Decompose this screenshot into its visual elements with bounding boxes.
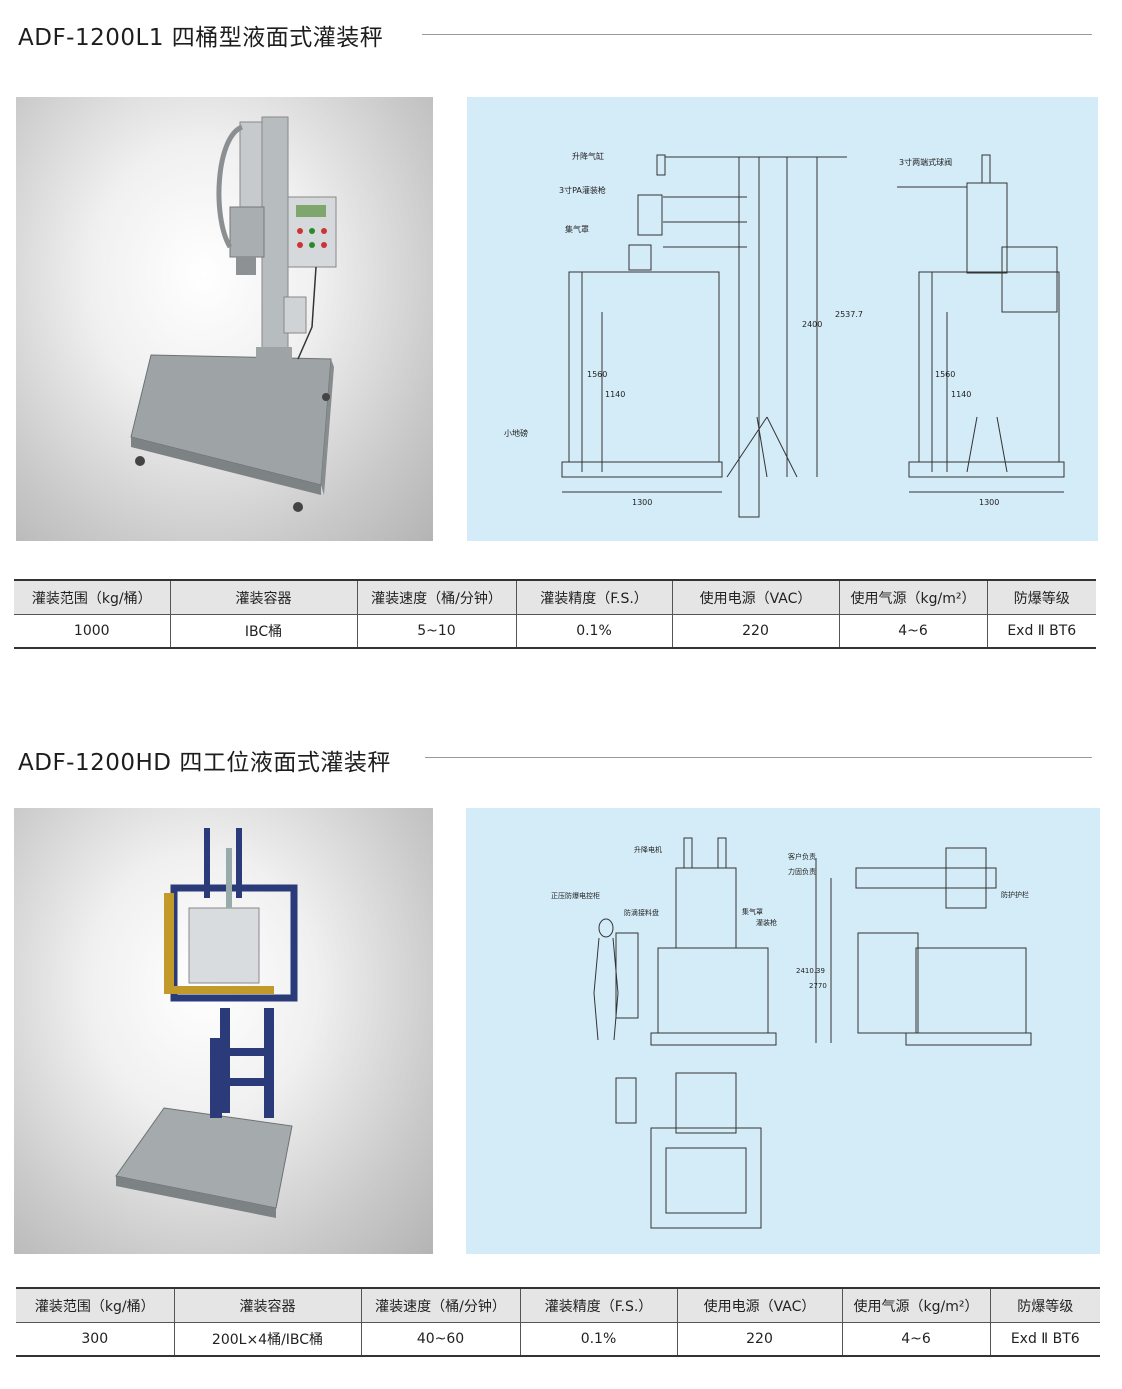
dim-1300-right: 1300 [979, 498, 999, 507]
spec-header-row: 灌装范围（kg/桶） 灌装容器 灌装速度（桶/分钟） 灌装精度（F.S.） 使用… [14, 579, 1096, 615]
label-customer: 客户负责 [788, 852, 816, 861]
value-range: 300 [16, 1322, 174, 1357]
section-1-title: ADF-1200L1 四桶型液面式灌装秤 [18, 25, 384, 51]
filling-scale-l1-illustration [130, 116, 337, 512]
value-speed: 5~10 [356, 614, 516, 649]
label-gas-hood: 集气罩 [565, 224, 589, 234]
value-range: 1000 [14, 614, 170, 649]
header-explosion-grade: 防爆等级 [989, 1287, 1100, 1323]
label-pit-scale: 小地磅 [504, 428, 528, 438]
label-guard: 防护护栏 [1001, 890, 1029, 899]
section-1-title-rule [422, 34, 1092, 35]
label-lift-cylinder: 升降气缸 [572, 151, 604, 161]
dim-1140-left: 1140 [605, 390, 625, 399]
value-explosion-grade: Exd Ⅱ BT6 [989, 1322, 1100, 1357]
label-force: 力固负责 [788, 867, 816, 876]
value-container: IBC桶 [169, 614, 357, 649]
section-1-spec-table: 灌装范围（kg/桶） 灌装容器 灌装速度（桶/分钟） 灌装精度（F.S.） 使用… [14, 579, 1096, 649]
section-1-product-photo [16, 97, 433, 541]
header-speed: 灌装速度（桶/分钟） [360, 1287, 520, 1323]
label-pa-gun: 3寸PA灌装枪 [559, 185, 606, 195]
label-filling-gun: 灌装枪 [756, 918, 777, 927]
value-container: 200L×4桶/IBC桶 [173, 1322, 361, 1357]
label-drip-tray: 防滴接料盘 [624, 908, 659, 917]
header-power: 使用电源（VAC） [671, 579, 839, 615]
section-2-title-rule [425, 757, 1092, 758]
header-range: 灌装范围（kg/桶） [14, 579, 170, 615]
label-gas-hood: 集气罩 [742, 907, 763, 916]
value-air: 4~6 [838, 614, 987, 649]
label-lift-motor: 升降电机 [634, 845, 662, 854]
header-accuracy: 灌装精度（F.S.） [515, 579, 672, 615]
header-air: 使用气源（kg/m²） [838, 579, 987, 615]
value-accuracy: 0.1% [519, 1322, 677, 1357]
header-accuracy: 灌装精度（F.S.） [519, 1287, 677, 1323]
dim-2410: 2410.39 [796, 967, 825, 975]
value-power: 220 [671, 614, 839, 649]
header-container: 灌装容器 [169, 579, 357, 615]
header-power: 使用电源（VAC） [676, 1287, 842, 1323]
section-1-technical-drawing: 升降气缸 3寸PA灌装枪 集气罩 3寸两端式球阀 小地磅 1300 1300 1… [467, 97, 1098, 541]
dim-2537: 2537.7 [835, 310, 863, 319]
spec-header-row: 灌装范围（kg/桶） 灌装容器 灌装速度（桶/分钟） 灌装精度（F.S.） 使用… [16, 1287, 1100, 1323]
section-2-product-photo [14, 808, 433, 1254]
dim-1560-left: 1560 [587, 370, 607, 379]
section-2-title: ADF-1200HD 四工位液面式灌装秤 [18, 750, 391, 776]
header-explosion-grade: 防爆等级 [986, 579, 1096, 615]
header-container: 灌装容器 [173, 1287, 361, 1323]
section-2-technical-drawing: 升降电机 正压防爆电控柜 防滴接料盘 集气罩 灌装枪 客户负责 力固负责 防护护… [466, 808, 1100, 1254]
spec-value-row: 300 200L×4桶/IBC桶 40~60 0.1% 220 4~6 Exd … [16, 1322, 1100, 1357]
label-control-cabinet: 正压防爆电控柜 [551, 891, 600, 900]
dim-1560-right: 1560 [935, 370, 955, 379]
dim-1140-right: 1140 [951, 390, 971, 399]
label-ball-valve: 3寸两端式球阀 [899, 157, 952, 167]
value-air: 4~6 [841, 1322, 990, 1357]
value-power: 220 [676, 1322, 842, 1357]
section-2-spec-table: 灌装范围（kg/桶） 灌装容器 灌装速度（桶/分钟） 灌装精度（F.S.） 使用… [16, 1287, 1100, 1357]
filling-scale-hd-illustration [115, 828, 298, 1218]
header-air: 使用气源（kg/m²） [841, 1287, 990, 1323]
value-speed: 40~60 [360, 1322, 520, 1357]
dim-2770: 2770 [809, 982, 827, 990]
value-explosion-grade: Exd Ⅱ BT6 [986, 614, 1096, 649]
dim-1300-left: 1300 [632, 498, 652, 507]
spec-value-row: 1000 IBC桶 5~10 0.1% 220 4~6 Exd Ⅱ BT6 [14, 614, 1096, 649]
value-accuracy: 0.1% [515, 614, 672, 649]
header-range: 灌装范围（kg/桶） [16, 1287, 174, 1323]
header-speed: 灌装速度（桶/分钟） [356, 579, 516, 615]
dim-2400: 2400 [802, 320, 822, 329]
